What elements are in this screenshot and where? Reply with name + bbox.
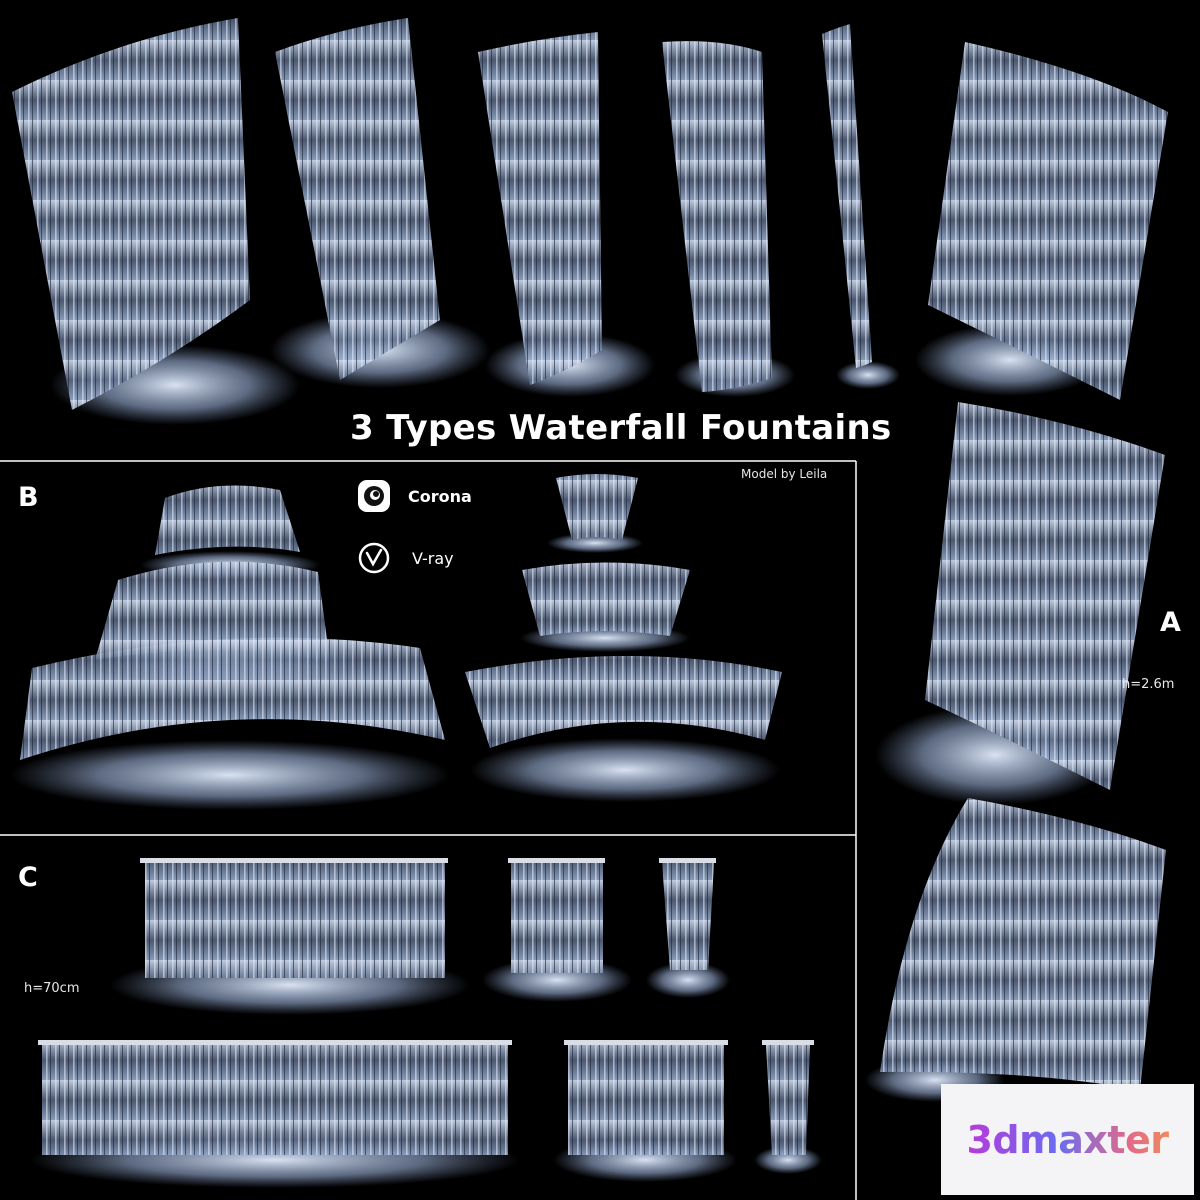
section-c-fountain-narrow bbox=[646, 858, 730, 998]
watermark-text: 3dmaxter bbox=[966, 1117, 1169, 1162]
model-credit: Model by Leila bbox=[741, 467, 828, 481]
top-fountain-2 bbox=[270, 18, 490, 388]
top-fountain-6 bbox=[915, 42, 1168, 400]
top-fountain-5 bbox=[822, 24, 900, 389]
section-b-frame bbox=[0, 460, 857, 1200]
section-c-fountain-long bbox=[30, 1040, 520, 1188]
top-fountain-4 bbox=[662, 41, 795, 397]
section-a-fountain-2 bbox=[865, 798, 1166, 1102]
vray-badge: V-ray bbox=[358, 542, 454, 574]
page-title: 3 Types Waterfall Fountains bbox=[350, 408, 892, 448]
corona-label: Corona bbox=[408, 486, 472, 506]
top-fountain-3 bbox=[478, 32, 655, 397]
tiered-curved-fountain bbox=[10, 485, 450, 810]
corona-logo-icon bbox=[358, 480, 390, 512]
section-c-fountain-medium bbox=[482, 858, 632, 1002]
section-c-height: h=70cm bbox=[24, 981, 80, 996]
vray-label: V-ray bbox=[412, 548, 454, 568]
section-c-label: C bbox=[18, 862, 38, 893]
tiered-bowl-fountain bbox=[465, 474, 782, 802]
vray-logo-icon bbox=[358, 542, 390, 574]
section-c-fountain-wide bbox=[110, 858, 470, 1015]
section-a-height: h=2.6m bbox=[1122, 677, 1175, 692]
corona-badge: Corona bbox=[358, 480, 472, 512]
section-c-fountain-mid-long bbox=[553, 1040, 737, 1182]
watermark-logo: 3dmaxter bbox=[941, 1084, 1194, 1195]
section-a-label: A bbox=[1160, 607, 1181, 638]
section-c-fountain-slim bbox=[754, 1040, 822, 1174]
section-b-label: B bbox=[18, 482, 39, 513]
top-fountain-1 bbox=[12, 18, 300, 425]
section-a-fountain-1 bbox=[875, 402, 1165, 805]
